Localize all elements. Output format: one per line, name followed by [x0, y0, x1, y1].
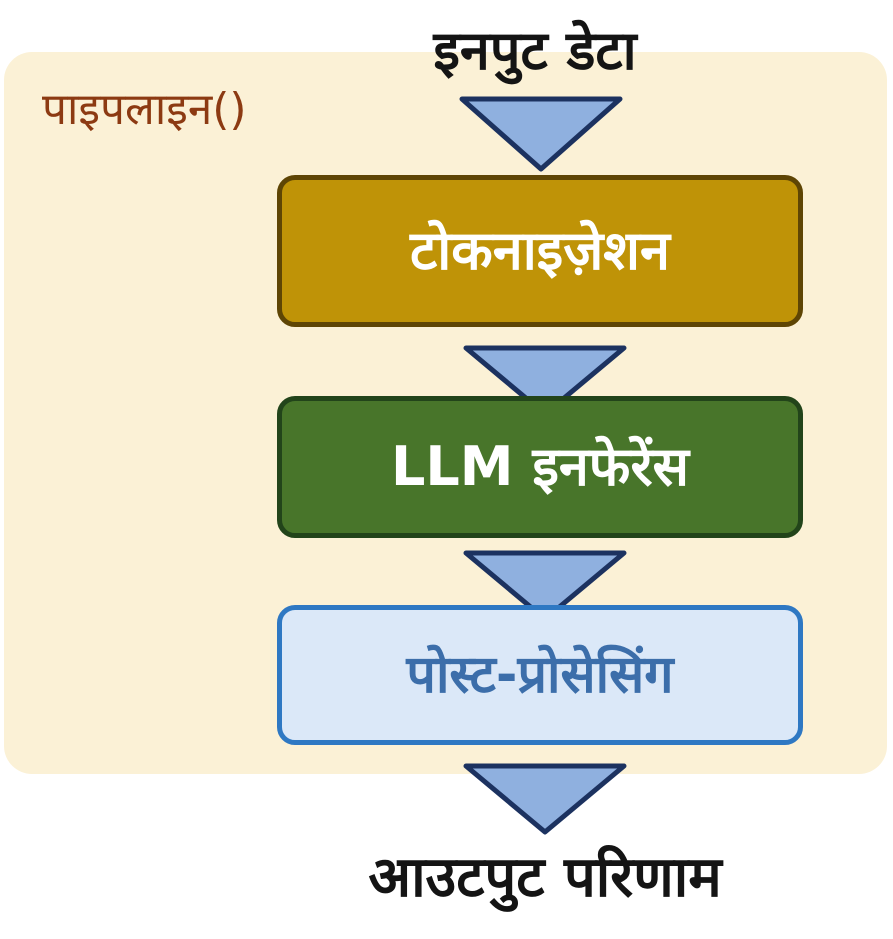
input-label: इनपुट डेटा — [433, 19, 637, 82]
stage-post-processing-label: पोस्ट-प्रोसेसिंग — [406, 645, 674, 705]
stage-llm-inference-label: LLM इनफेरेंस — [390, 435, 690, 498]
stage-tokenization: टोकनाइज़ेशन — [277, 175, 803, 327]
stage-llm-inference: LLM इनफेरेंस — [277, 396, 803, 538]
arrow-down-icon — [463, 550, 627, 622]
arrow-down-icon — [463, 345, 627, 417]
stage-tokenization-label: टोकनाइज़ेशन — [410, 219, 670, 282]
stage-post-processing: पोस्ट-प्रोसेसिंग — [277, 605, 803, 745]
pipeline-label: पाइपलाइन() — [42, 84, 247, 135]
arrow-down-icon — [463, 763, 627, 835]
arrow-down-icon — [459, 96, 623, 172]
output-label: आउटपुट परिणाम — [368, 845, 722, 910]
